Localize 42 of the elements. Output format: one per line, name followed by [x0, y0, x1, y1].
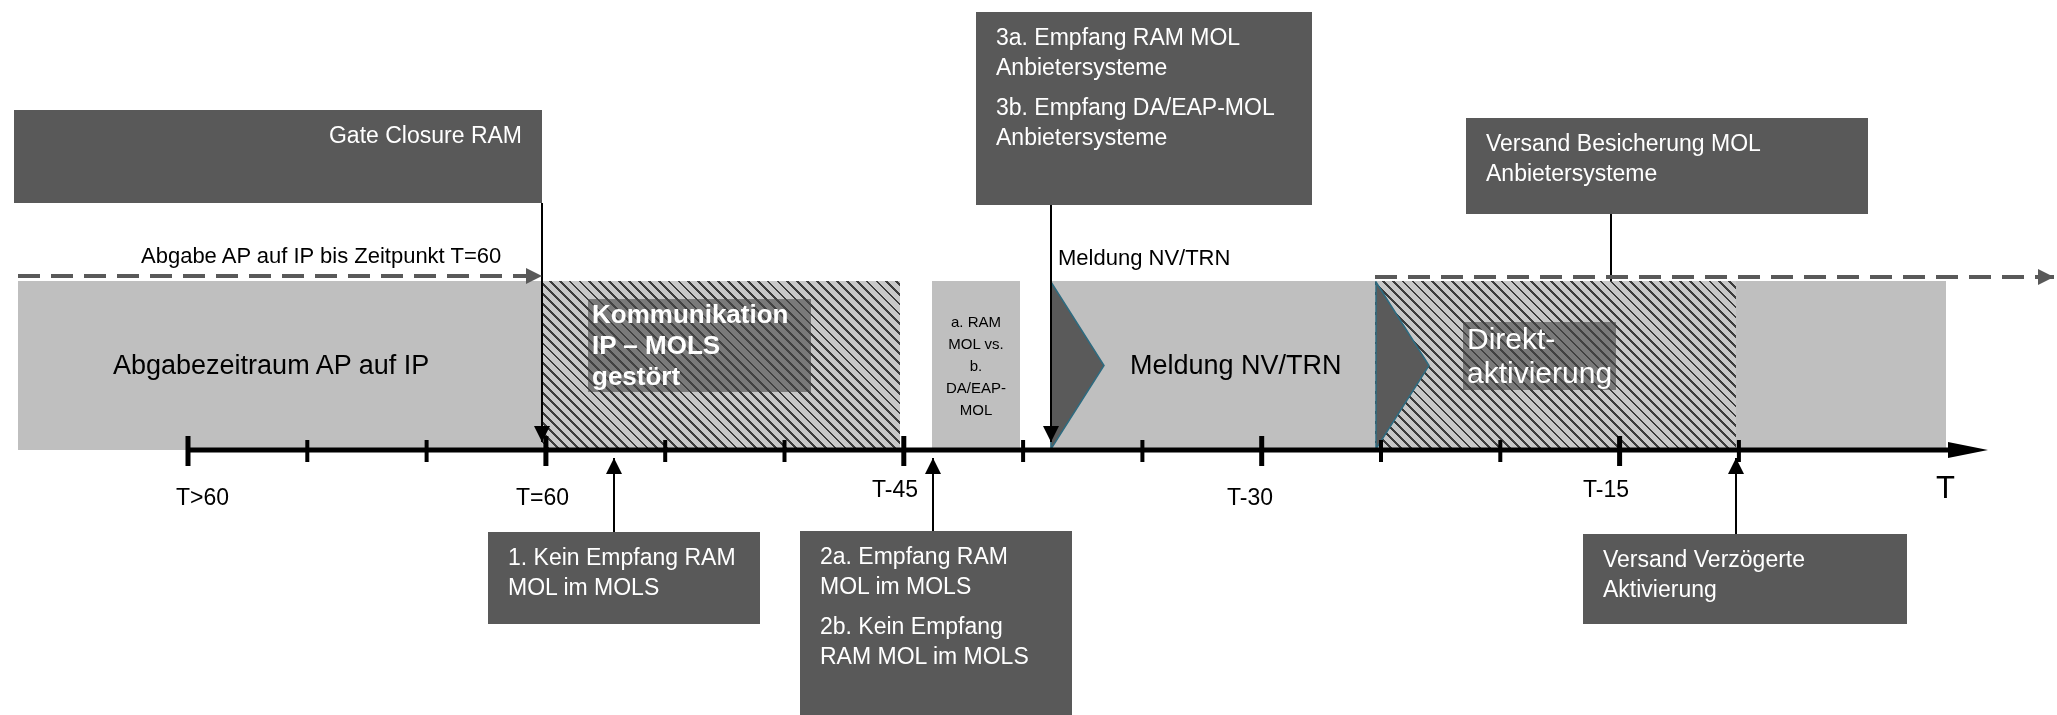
- band-label: Direkt-aktivierung: [1463, 321, 1617, 390]
- time-band: [1050, 281, 1375, 450]
- event-box: [14, 110, 542, 203]
- tick-label: T-30: [1227, 484, 1274, 511]
- chevron-marker: [1375, 281, 1431, 450]
- tick-label: T=60: [516, 484, 570, 511]
- arrow: [534, 202, 550, 443]
- dashed-arrow: [18, 268, 542, 284]
- event-text: 3b. Empfang DA/EAP-MOL Anbietersysteme: [996, 93, 1275, 152]
- event-text: Versand Besicherung MOL Anbietersysteme: [1486, 129, 1762, 188]
- event-box: [1466, 118, 1868, 214]
- event-text: 2b. Kein Empfang RAM MOL im MOLS: [820, 612, 1030, 671]
- event-text: 3a. Empfang RAM MOL Anbietersysteme: [996, 23, 1241, 82]
- arrow: [1728, 457, 1744, 535]
- event-text: 1. Kein Empfang RAM MOL im MOLS: [508, 543, 737, 602]
- time-band: [1736, 281, 1946, 450]
- band-label: Meldung NV/TRN: [1130, 350, 1343, 381]
- tick-label: T-15: [1583, 476, 1630, 503]
- time-band: [932, 281, 1020, 450]
- event-box: [800, 531, 1072, 715]
- event-box: [1583, 534, 1907, 624]
- hatched-time-band: [542, 281, 900, 450]
- time-label: Meldung NV/TRN: [1058, 245, 1231, 271]
- event-box: [488, 532, 760, 624]
- time-band: [18, 281, 542, 450]
- chevron-marker: [1050, 281, 1106, 450]
- tick-label: T>60: [176, 484, 230, 511]
- arrow: [925, 457, 941, 532]
- event-text: Gate Closure RAM: [328, 121, 522, 150]
- event-text: Versand Verzögerte Aktivierung: [1603, 545, 1807, 604]
- tick-label: T-45: [872, 476, 919, 503]
- event-box: [976, 12, 1312, 205]
- event-text: 2a. Empfang RAM MOL im MOLS: [820, 542, 1009, 601]
- band-label: Abgabezeitraum AP auf IP: [113, 350, 431, 381]
- band-label: a. RAM MOL vs. b. DA/EAP-MOL: [945, 311, 1007, 420]
- dashed-arrow: [1375, 269, 2054, 285]
- axis-label: T: [1936, 470, 1955, 506]
- band-label: Kommunikation IP – MOLS gestört: [588, 299, 811, 392]
- hatched-time-band: [1375, 281, 1736, 450]
- arrow: [606, 457, 622, 533]
- connector-line: [1610, 213, 1612, 282]
- arrow: [1043, 204, 1059, 443]
